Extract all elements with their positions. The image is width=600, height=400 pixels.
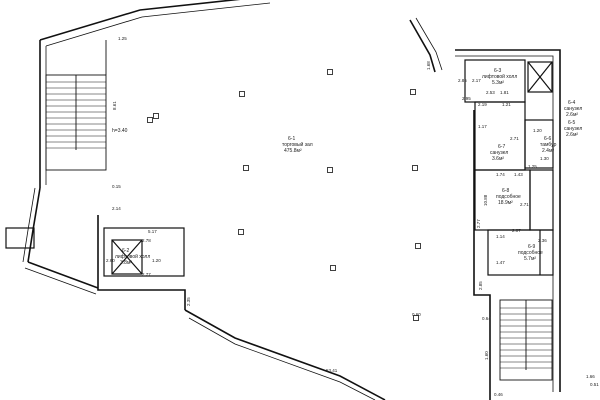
dim-label: 2.78 <box>142 238 151 243</box>
dim-label: 1.81 <box>500 90 509 95</box>
dim-label: 2.14 <box>112 206 121 211</box>
room-6-5-area: 2.6м² <box>566 132 578 138</box>
dim-label: 2.60 <box>106 258 115 263</box>
room-6-9-name: подсобное <box>518 250 543 256</box>
room-6-4-area: 2.6м² <box>566 112 578 118</box>
dim-label: 1.21 <box>502 102 511 107</box>
room-6-2-area: 3.8м² <box>120 260 132 266</box>
right-stair-treads <box>500 307 552 369</box>
room-6-7-area: 3.6м² <box>492 156 504 162</box>
dim-label: 0.46 <box>494 392 503 397</box>
dim-label: 1.47 <box>496 260 505 265</box>
dim-label: 2.19 <box>478 102 487 107</box>
dim-label: 1.17 <box>478 124 487 129</box>
column-marker <box>239 91 245 97</box>
left-staircase <box>45 40 107 171</box>
dim-label: 1.68 <box>426 61 431 70</box>
room-6-6-code: 6-6 <box>544 136 551 142</box>
columns <box>147 69 421 321</box>
column-marker <box>147 117 153 123</box>
dim-label: 2.85 <box>478 281 483 290</box>
dim-label: 2.77 <box>476 219 481 228</box>
room-6-2-name: лифтовой холл <box>115 253 150 260</box>
room-6-6-area: 2.4м² <box>542 148 554 154</box>
room-6-2-code: 6-2 <box>122 248 129 254</box>
room-6-9-code: 6-9 <box>528 244 535 250</box>
column-marker <box>327 167 333 173</box>
column-marker <box>327 69 333 75</box>
dim-label: 1.14 <box>496 234 505 239</box>
dim-label: 1.43 <box>514 172 523 177</box>
dim-label: 53.41 <box>326 368 338 373</box>
column-marker <box>412 165 418 171</box>
room-6-8-name: подсобное <box>496 194 521 200</box>
column-marker <box>238 229 244 235</box>
column-marker <box>330 265 336 271</box>
column-marker <box>243 165 249 171</box>
dim-label: 5.17 <box>148 229 157 234</box>
room-6-4-code: 6-4 <box>568 100 575 106</box>
dim-label: 1.30 <box>540 156 549 161</box>
dim-label: 1.20 <box>152 258 161 263</box>
dim-label: 0.15 <box>112 184 121 189</box>
dim-label: 2.35 <box>186 297 191 306</box>
column-marker <box>413 315 419 321</box>
dim-label: 1.25 <box>528 164 537 169</box>
room-6-7-code: 6-7 <box>498 144 505 150</box>
room-6-9-area: 5.7м² <box>524 256 536 262</box>
room-6-8-area: 18.9м² <box>498 200 513 206</box>
dim-label: 2.17 <box>472 78 481 83</box>
dim-label: 1.25 <box>118 36 127 41</box>
room-6-3-code: 6-3 <box>494 68 501 74</box>
main-hall-name: торговый зал <box>282 141 313 148</box>
outer-wall <box>22 0 561 400</box>
dim-label: 2.36 <box>538 238 547 243</box>
main-hall-area: 475.8м² <box>284 148 302 154</box>
column-marker <box>410 89 416 95</box>
room-6-4-name: санузел <box>564 106 582 112</box>
room-6-3-area: 5.3м² <box>492 80 504 86</box>
dim-label: 0.51 <box>590 382 599 387</box>
room-6-3-name: лифтовой холл <box>482 73 517 80</box>
dim-label: 1.66 <box>586 374 595 379</box>
room-6-8-code: 6-8 <box>502 188 509 194</box>
dim-label: 2.71 <box>520 202 529 207</box>
right-staircase <box>499 299 553 381</box>
dim-label: 2.77 <box>142 272 151 277</box>
entrance-block <box>5 227 35 249</box>
elevator-lobby-left <box>103 227 185 277</box>
dim-label: 0.64 <box>482 316 491 321</box>
dim-label: 1.20 <box>533 128 542 133</box>
left-stair-treads <box>46 81 106 149</box>
dim-label: 2.85 <box>458 78 467 83</box>
main-hall-code: 6-1 <box>288 136 295 142</box>
dim-label: 2.95 <box>462 96 471 101</box>
room-6-5-code: 6-5 <box>568 120 575 126</box>
dim-label: 1.60 <box>484 351 489 360</box>
dim-label: 1.74 <box>496 172 505 177</box>
dim-label: 2.53 <box>486 90 495 95</box>
dim-label: 2.07 <box>512 228 521 233</box>
room-6-6-name: тамбур <box>540 142 557 148</box>
column-marker <box>415 243 421 249</box>
dim-label: 2.71 <box>510 136 519 141</box>
dim-label: 8.61 <box>112 101 117 110</box>
room-6-5-name: санузел <box>564 126 582 132</box>
dim-label: 0.60 <box>412 312 421 317</box>
height-label: h=3.40 <box>112 128 128 134</box>
dim-label: 10.88 <box>483 194 488 206</box>
right-service-block <box>464 59 554 276</box>
column-marker <box>153 113 159 119</box>
room-6-7-name: санузел <box>490 150 508 156</box>
